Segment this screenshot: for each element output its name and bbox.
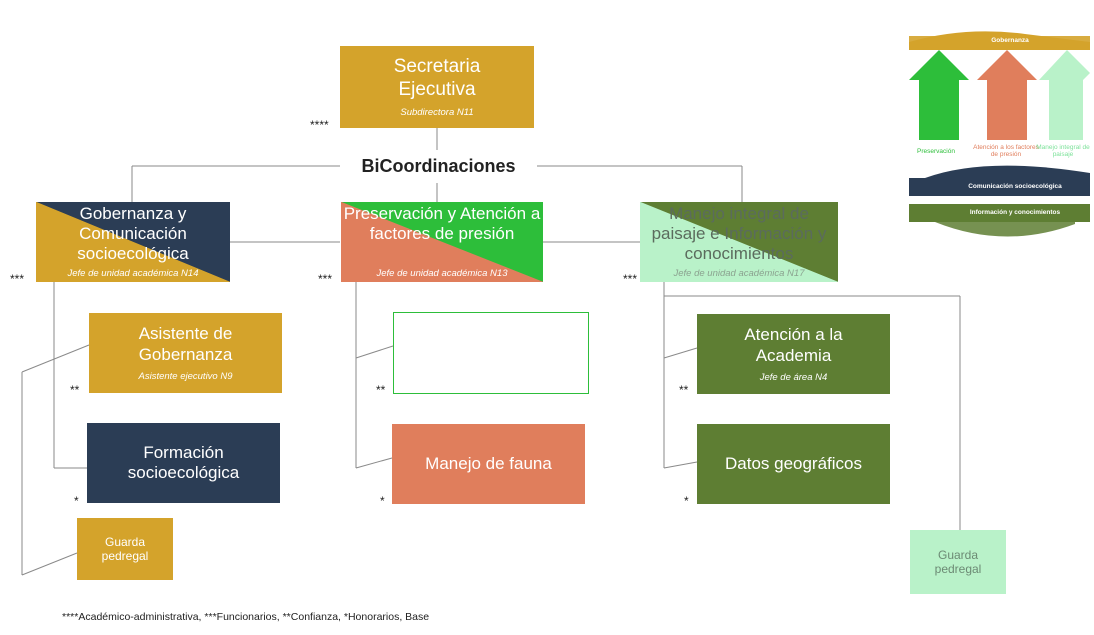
mark-vacante: **: [376, 383, 386, 397]
box-title: Secretaria Ejecutiva: [393, 56, 481, 100]
guarda-pedregal-left-box: Guarda pedregal: [77, 518, 173, 580]
coordinacion-manejo-box: Manejo integral de paisaje e Información…: [640, 202, 838, 282]
structure-inset-diagram: Gobernanza Preservación Atención a los f…: [905, 28, 1090, 243]
secretaria-ejecutiva-box: Secretaria Ejecutiva Subdirectora N11: [340, 46, 534, 128]
mark-academia: **: [679, 383, 689, 397]
employment-type-legend: ****Académico-administrativa, ***Funcion…: [62, 611, 430, 623]
formacion-socioecologica-box: Formación socioecológica: [87, 423, 280, 503]
inset-label-atencion: Atención a los factores de presión: [973, 144, 1039, 159]
box-subtitle: Jefe de unidad académica N13: [376, 268, 508, 279]
inset-label-gobernanza: Gobernanza: [991, 37, 1029, 44]
guarda-pedregal-right-box: Guarda pedregal: [910, 530, 1006, 594]
vacant-position-box: [393, 312, 589, 394]
mark-coord-2: ***: [318, 272, 333, 286]
box-title: Guarda pedregal: [934, 547, 982, 576]
box-title: Formación socioecológica: [127, 442, 240, 482]
coordinacion-preservacion-box: Preservación y Atención a factores de pr…: [341, 202, 543, 282]
box-subtitle: Jefe de área N4: [759, 371, 828, 383]
box-title: Gobernanza y Comunicación socioecológica: [77, 204, 189, 264]
box-subtitle: Jefe de unidad académica N17: [673, 268, 805, 279]
box-title: Preservación y Atención a factores de pr…: [343, 204, 541, 244]
box-subtitle: Subdirectora N11: [400, 106, 474, 118]
box-title: Datos geográficos: [724, 453, 863, 473]
mark-datos: *: [684, 494, 689, 508]
bicoordinaciones-label: BiCoordinaciones: [340, 150, 537, 183]
mark-coord-1: ***: [10, 272, 25, 286]
mark-top: ****: [310, 118, 329, 132]
box-subtitle: Jefe de unidad académica N14: [67, 268, 199, 279]
inset-label-comunicacion: Comunicación socioecológica: [968, 183, 1062, 190]
inset-label-preservacion: Preservación: [917, 148, 955, 155]
mark-coord-3: ***: [623, 272, 638, 286]
mark-asistente: **: [70, 383, 80, 397]
box-title: Asistente de Gobernanza: [138, 324, 233, 364]
box-title: Atención a la Academia: [744, 325, 843, 365]
atencion-academia-box: Atención a la Academia Jefe de área N4: [697, 314, 890, 394]
asistente-gobernanza-box: Asistente de Gobernanza Asistente ejecut…: [89, 313, 282, 393]
datos-geograficos-box: Datos geográficos: [697, 424, 890, 504]
box-title: Manejo integral de paisaje e Información…: [651, 204, 827, 264]
mark-formacion: *: [74, 494, 79, 508]
box-title: Manejo de fauna: [425, 453, 552, 473]
inset-label-manejo: Manejo integral de paisaje: [1036, 144, 1090, 159]
coordinacion-gobernanza-box: Gobernanza y Comunicación socioecológica…: [36, 202, 230, 282]
box-title: Guarda pedregal: [101, 534, 149, 563]
manejo-fauna-box: Manejo de fauna: [392, 424, 585, 504]
inset-graphic: [909, 31, 1090, 237]
box-subtitle: Asistente ejecutivo N9: [138, 370, 233, 382]
inset-label-informacion: Información y conocimientos: [969, 209, 1061, 216]
mark-fauna: *: [380, 494, 385, 508]
